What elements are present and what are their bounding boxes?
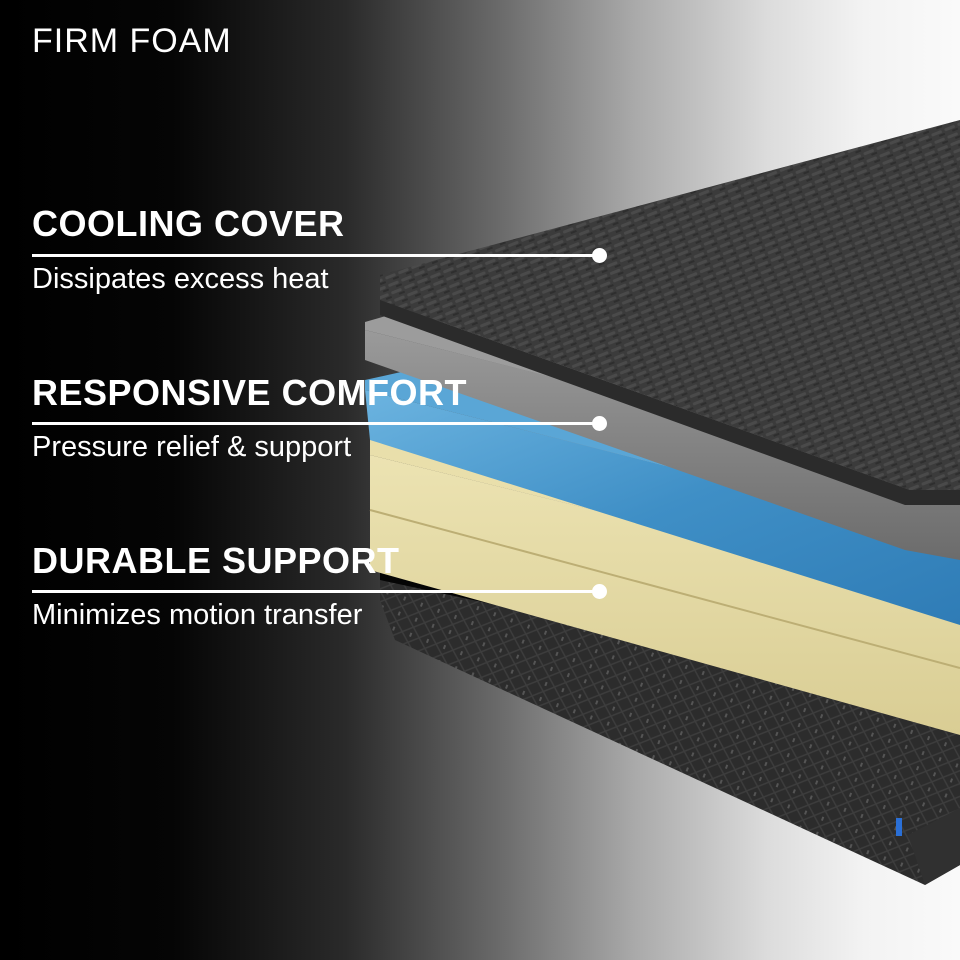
brand-tag-icon — [896, 818, 902, 836]
cooling-cover-layer — [380, 120, 960, 505]
callout-description: Dissipates excess heat — [32, 263, 329, 295]
callout-description: Pressure relief & support — [32, 431, 352, 463]
callout-cooling-cover: COOLING COVER Dissipates excess heat — [32, 203, 607, 295]
callout-heading: COOLING COVER — [32, 203, 345, 244]
callout-dot-icon — [592, 248, 607, 263]
callout-heading: DURABLE SUPPORT — [32, 540, 400, 581]
callout-leader-line — [32, 590, 600, 593]
callout-dot-icon — [592, 416, 607, 431]
callout-heading: RESPONSIVE COMFORT — [32, 372, 468, 413]
callout-dot-icon — [592, 584, 607, 599]
product-title: FIRM FOAM — [32, 22, 232, 60]
callout-durable-support: DURABLE SUPPORT Minimizes motion transfe… — [32, 540, 607, 631]
callout-leader-line — [32, 254, 600, 257]
callout-description: Minimizes motion transfer — [32, 599, 363, 631]
callout-leader-line — [32, 422, 600, 425]
callout-responsive-comfort: RESPONSIVE COMFORT Pressure relief & sup… — [32, 372, 607, 463]
